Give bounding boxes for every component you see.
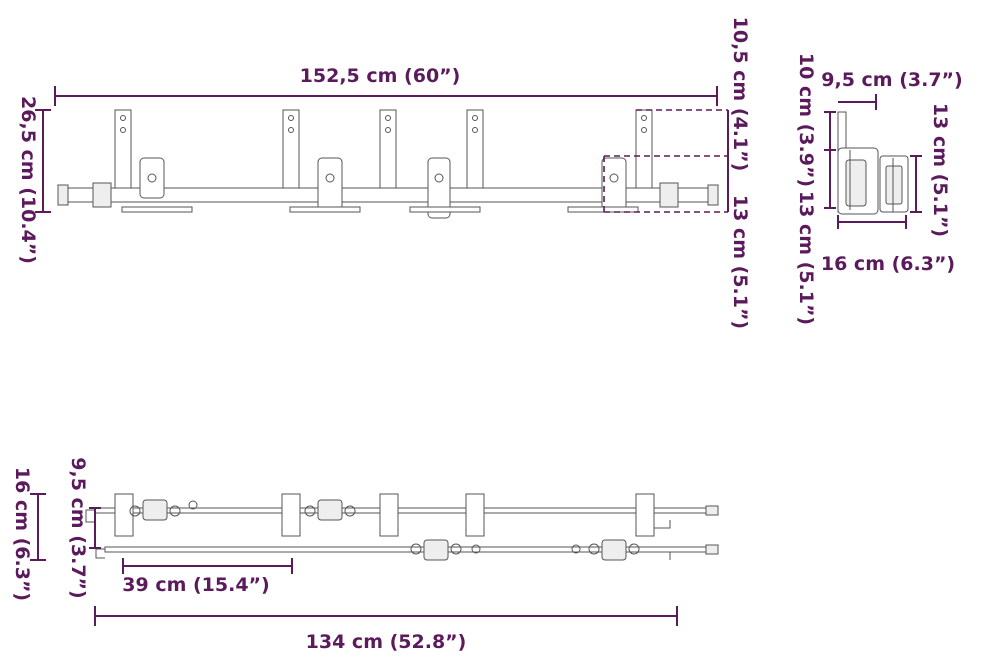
plan-view: 9,5 cm (3.7”) 16 cm (6.3”) 39 cm (15.4”)…	[11, 457, 719, 653]
plan-rail-upper	[94, 507, 712, 514]
stopper-left	[92, 182, 112, 208]
stopper-right	[659, 182, 679, 208]
rollers	[139, 157, 627, 219]
wall-brackets	[114, 109, 653, 189]
plan-spacing-label: 9,5 cm (3.7”)	[67, 457, 89, 598]
rail-end-left	[57, 184, 69, 206]
upper-offset-label: 10,5 cm (4.1”)	[729, 17, 751, 172]
top-height-label: 26,5 cm (10.4”)	[17, 96, 39, 264]
side-depth-label: 9,5 cm (3.7”)	[821, 69, 962, 91]
side-lower-height-label: 13 cm (5.1”)	[795, 191, 817, 325]
side-right-height-label: 13 cm (5.1”)	[929, 103, 951, 237]
plan-height-label: 16 cm (6.3”)	[11, 467, 33, 601]
top-length-label: 152,5 cm (60”)	[300, 65, 461, 87]
side-upper-height-label: 10 cm (3.9”)	[795, 53, 817, 187]
side-view: 9,5 cm (3.7”) 10 cm (3.9”) 13 cm (5.1”) …	[795, 53, 963, 325]
plan-segment-label: 39 cm (15.4”)	[122, 574, 269, 596]
rail-end-right	[707, 184, 719, 206]
side-width-label: 16 cm (6.3”)	[821, 253, 955, 275]
floor-guides	[121, 206, 639, 213]
plan-length-label: 134 cm (52.8”)	[306, 631, 467, 653]
lower-offset-label: 13 cm (5.1”)	[729, 195, 751, 329]
front-view: 152,5 cm (60”) 26,5 cm (10.4”) 10,5 cm (…	[17, 17, 751, 329]
